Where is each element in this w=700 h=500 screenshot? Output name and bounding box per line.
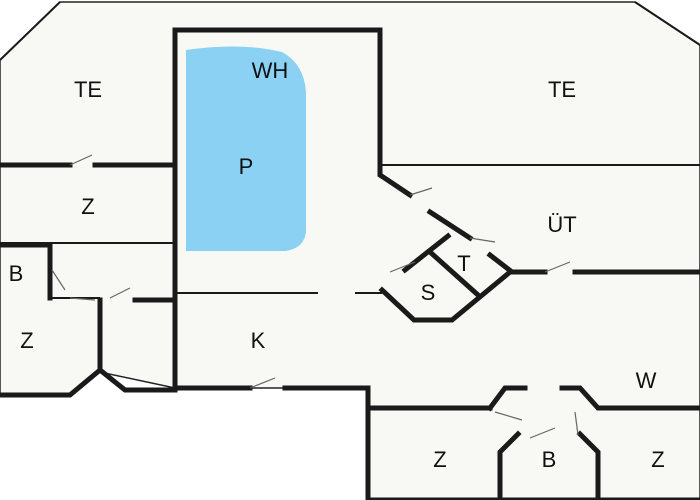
label-shower: S xyxy=(421,280,436,305)
label-utility: ÜT xyxy=(547,212,576,237)
label-living: W xyxy=(636,368,657,393)
label-terrace-left: TE xyxy=(74,77,102,102)
label-bedroom-upper-left: Z xyxy=(81,194,94,219)
walls xyxy=(0,27,700,500)
pool-shape xyxy=(186,46,306,251)
label-terrace-right: TE xyxy=(548,77,576,102)
label-whirlpool: WH xyxy=(252,58,289,83)
label-pool: P xyxy=(239,154,254,179)
label-bathroom-bottom: B xyxy=(542,447,557,472)
door-swings xyxy=(51,154,579,439)
label-kitchen: K xyxy=(251,328,266,353)
thin-walls xyxy=(0,1,700,299)
label-bedroom-bottom-mid: Z xyxy=(433,447,446,472)
label-bathroom-left: B xyxy=(9,261,24,286)
label-bedroom-bottom-right: Z xyxy=(651,447,664,472)
label-toilet: T xyxy=(457,251,470,276)
label-bedroom-lower-left: Z xyxy=(20,328,33,353)
